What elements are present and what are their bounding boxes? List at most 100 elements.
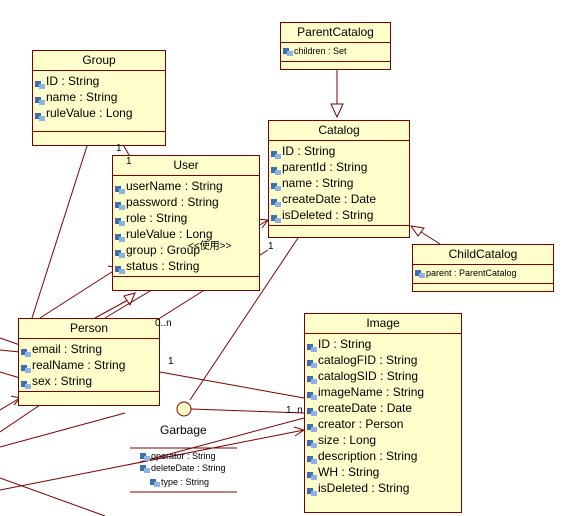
attr-text: catalogSID : String — [318, 369, 419, 383]
multiplicity-label: 1..n — [286, 405, 303, 416]
attr-text: deleteDate : String — [151, 463, 226, 473]
garbage-image-link — [190, 408, 305, 414]
attr-row: catalogSID : String — [307, 368, 459, 384]
class-image-name: Image — [305, 314, 461, 334]
attr-text: group : Group — [126, 243, 201, 257]
attr-row: realName : String — [21, 357, 157, 373]
left-person-link-3 — [0, 371, 21, 379]
multiplicity-label: 1 — [268, 241, 274, 252]
class-child-catalog[interactable]: ChildCatalog parent : ParentCatalog — [412, 244, 554, 292]
attr-row: creator : Person — [307, 416, 459, 432]
class-user-attrs: userName : String password : String role… — [113, 176, 259, 274]
attribute-icon — [307, 468, 317, 480]
attr-row: group : Group — [115, 242, 257, 258]
attribute-icon — [35, 93, 45, 105]
attr-row: ruleValue : Long — [35, 105, 163, 121]
attr-text: createDate : Date — [318, 401, 413, 415]
garbage-attr-type: type : String — [150, 476, 209, 488]
class-person-name: Person — [19, 319, 159, 339]
attribute-icon — [307, 404, 317, 416]
attribute-icon — [307, 388, 317, 400]
attribute-icon — [415, 269, 425, 278]
attr-row: createDate : Date — [307, 400, 459, 416]
attr-row: ruleValue : Long — [115, 226, 257, 242]
generalization-arrow-user — [123, 292, 136, 307]
class-catalog-name: Catalog — [269, 121, 409, 141]
attribute-icon — [35, 109, 45, 121]
person-user-generalization-line — [94, 299, 129, 319]
class-group-ops — [33, 131, 165, 132]
attribute-icon — [271, 163, 281, 175]
attribute-icon — [21, 361, 31, 373]
attr-row: catalogFID : String — [307, 352, 459, 368]
class-user-name: User — [113, 156, 259, 176]
attribute-icon — [271, 211, 281, 223]
attr-text: parent : ParentCatalog — [426, 268, 517, 278]
attribute-icon — [307, 356, 317, 368]
class-person[interactable]: Person email : String realName : String … — [18, 318, 160, 406]
multiplicity-label: 0..n — [155, 318, 172, 329]
attr-row: createDate : Date — [271, 191, 407, 207]
attr-text: realName : String — [32, 358, 126, 372]
left-person-link-2 — [0, 349, 21, 353]
bottom-link — [0, 477, 106, 516]
class-catalog[interactable]: Catalog ID : String parentId : String na… — [268, 120, 410, 238]
class-child-catalog-attrs: parent : ParentCatalog — [413, 265, 553, 279]
class-group-name: Group — [33, 51, 165, 71]
attr-text: children : Set — [294, 46, 347, 56]
attribute-icon — [115, 214, 125, 226]
class-catalog-ops — [269, 225, 409, 226]
attr-text: description : String — [318, 449, 418, 463]
attribute-icon — [307, 436, 317, 448]
attr-text: operator : String — [151, 451, 216, 461]
attribute-icon — [307, 420, 317, 432]
attribute-icon — [307, 484, 317, 496]
attr-text: type : String — [161, 477, 210, 487]
attr-text: ruleValue : Long — [46, 106, 133, 120]
class-child-catalog-ops — [413, 283, 553, 284]
attr-text: role : String — [126, 211, 188, 225]
attr-row: isDeleted : String — [271, 207, 407, 223]
attr-row: role : String — [115, 210, 257, 226]
attr-text: ID : String — [282, 144, 336, 158]
attr-row: status : String — [115, 258, 257, 274]
garbage-node — [176, 401, 192, 417]
class-image[interactable]: Image ID : String catalogFID : String ca… — [304, 313, 462, 513]
attr-text: createDate : Date — [282, 192, 377, 206]
attr-row: isDeleted : String — [307, 480, 459, 496]
attribute-icon — [283, 47, 293, 56]
attr-text: ID : String — [46, 74, 100, 88]
class-person-ops — [19, 391, 159, 392]
attr-row: userName : String — [115, 178, 257, 194]
class-parent-catalog-attrs: children : Set — [281, 43, 390, 57]
attr-text: name : String — [282, 176, 354, 190]
class-user-ops — [113, 276, 259, 277]
attr-row: ID : String — [35, 73, 163, 89]
attr-row: name : String — [35, 89, 163, 105]
class-parent-catalog-ops — [281, 61, 390, 62]
class-person-attrs: email : String realName : String sex : S… — [19, 339, 159, 389]
attr-text: parentId : String — [282, 160, 368, 174]
attribute-icon — [307, 340, 317, 352]
attribute-icon — [307, 452, 317, 464]
class-parent-catalog[interactable]: ParentCatalog children : Set — [280, 22, 391, 70]
garbage-attr-operator: operator : String — [140, 450, 216, 462]
attr-row: description : String — [307, 448, 459, 464]
class-group[interactable]: Group ID : String name : String ruleValu… — [32, 50, 166, 146]
attr-text: catalogFID : String — [318, 353, 418, 367]
attr-row: parent : ParentCatalog — [415, 267, 551, 279]
attr-text: isDeleted : String — [318, 481, 410, 495]
class-child-catalog-name: ChildCatalog — [413, 245, 553, 265]
attr-row: ID : String — [307, 336, 459, 352]
attribute-icon — [115, 230, 125, 242]
attribute-icon — [35, 77, 45, 89]
generalization-arrow-catalog — [330, 103, 344, 119]
attr-text: creator : Person — [318, 417, 404, 431]
attribute-icon — [140, 452, 150, 461]
attr-row: imageName : String — [307, 384, 459, 400]
attr-row: password : String — [115, 194, 257, 210]
person-group-link — [31, 145, 88, 319]
attr-text: status : String — [126, 259, 200, 273]
class-user[interactable]: User userName : String password : String… — [112, 155, 260, 291]
